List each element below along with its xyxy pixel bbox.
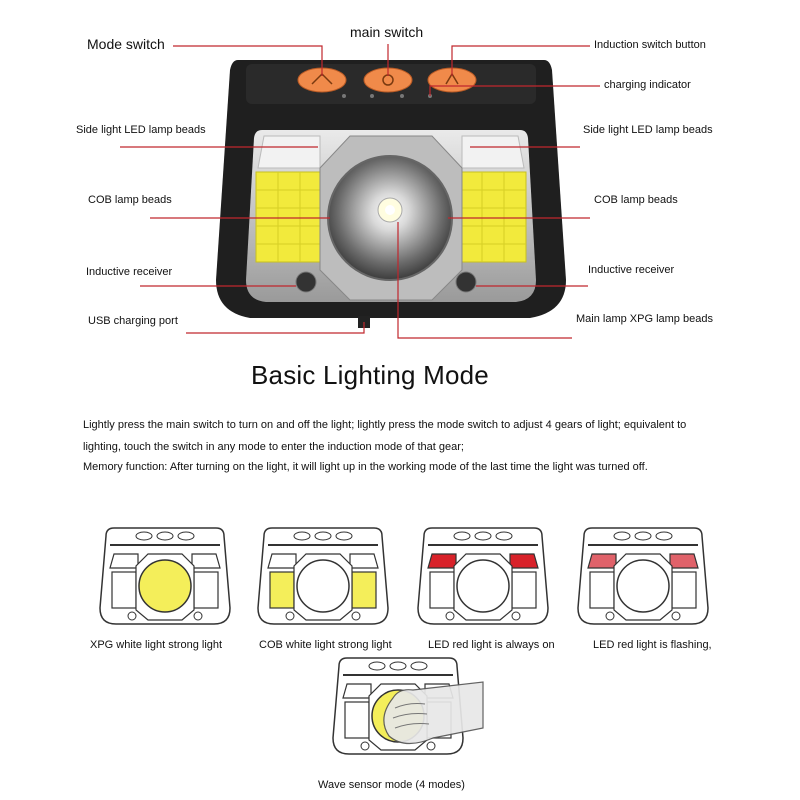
inductive-receiver-left (295, 271, 317, 293)
side-light-left (257, 135, 321, 169)
label-inductive-receiver-left: Inductive receiver (86, 266, 173, 278)
inductive-receiver-right (455, 271, 477, 293)
label-inductive-receiver-right: Inductive receiver (588, 264, 675, 276)
section-title: Basic Lighting Mode (251, 360, 489, 390)
mode-caption-3: LED red light is always on (428, 639, 555, 651)
mode-icon-4 (577, 527, 709, 625)
cob-left (255, 171, 323, 263)
mode-caption-1: XPG white light strong light (90, 639, 223, 651)
label-main-switch: main switch (350, 24, 424, 40)
side-light-right (461, 135, 525, 169)
mode-caption-4: LED red light is flashing, (593, 639, 712, 651)
label-charging-indicator: charging indicator (604, 79, 691, 91)
cob-right (459, 171, 527, 263)
mode-icon-5 (332, 657, 484, 755)
label-side-light-left: Side light LED lamp beads (76, 124, 206, 136)
hand-icon (383, 681, 484, 745)
label-usb-port: USB charging port (88, 315, 178, 327)
mode-icons (99, 527, 709, 755)
label-side-light-right: Side light LED lamp beads (583, 124, 713, 136)
mode-caption-2: COB white light strong light (259, 639, 392, 651)
label-main-lamp: Main lamp XPG lamp beads (576, 313, 713, 325)
description-line-2: lighting, touch the switch in any mode t… (83, 441, 464, 453)
label-induction-switch-button: Induction switch button (594, 39, 706, 51)
mode-caption-5: Wave sensor mode (4 modes) (318, 779, 465, 791)
description-line-1: Lightly press the main switch to turn on… (83, 419, 687, 431)
mode-icon-3 (417, 527, 549, 625)
description-line-3: Memory function: After turning on the li… (83, 461, 648, 473)
mode-icon-2 (257, 527, 389, 625)
label-cob-right: COB lamp beads (594, 194, 678, 206)
mode-icon-1 (99, 527, 231, 625)
label-mode-switch: Mode switch (87, 36, 165, 52)
label-cob-left: COB lamp beads (88, 194, 172, 206)
headlamp-illustration (120, 44, 600, 339)
